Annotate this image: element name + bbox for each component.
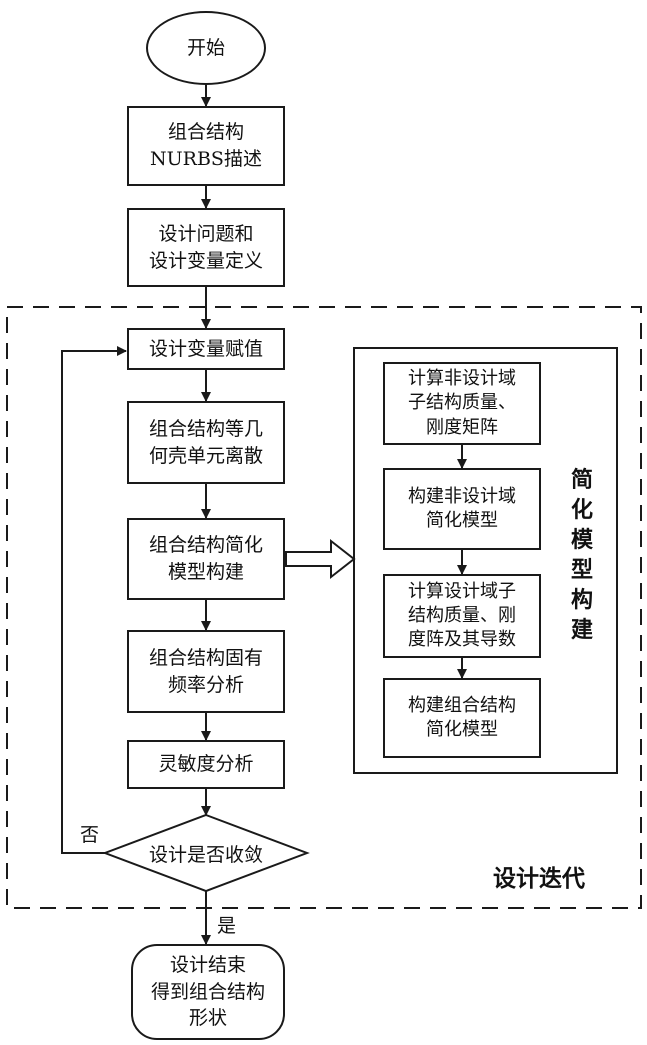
nurbs-description-node: 组合结构 NURBS描述 [127,106,285,186]
no-branch-label: 否 [80,826,99,845]
end-node: 设计结束 得到组合结构 形状 [131,944,285,1040]
variable-assignment-node: 设计变量赋值 [127,328,285,370]
subprocess-title: 简化模型构建 [570,466,594,645]
sensitivity-analysis-node: 灵敏度分析 [127,740,285,789]
yes-branch-label: 是 [217,917,236,936]
subprocess-step-3: 计算设计域子 结构质量、刚 度阵及其导数 [383,574,541,658]
iteration-dashed-frame [7,307,641,908]
subprocess-step-4: 构建组合结构 简化模型 [383,678,541,758]
simplified-model-build-node: 组合结构简化 模型构建 [127,518,285,600]
discretization-node: 组合结构等几 何壳单元离散 [127,401,285,484]
hollow-arrow-to-subprocess [286,541,354,577]
iteration-title: 设计迭代 [493,868,585,891]
start-node: 开始 [146,11,266,85]
subprocess-step-2: 构建非设计域 简化模型 [383,468,541,550]
problem-definition-node: 设计问题和 设计变量定义 [127,208,285,287]
arrow-converge-no-feedback [62,351,126,853]
converge-decision-label: 设计是否收敛 [125,835,287,871]
subprocess-step-1: 计算非设计域 子结构质量、 刚度矩阵 [383,362,541,445]
frequency-analysis-node: 组合结构固有 频率分析 [127,630,285,713]
